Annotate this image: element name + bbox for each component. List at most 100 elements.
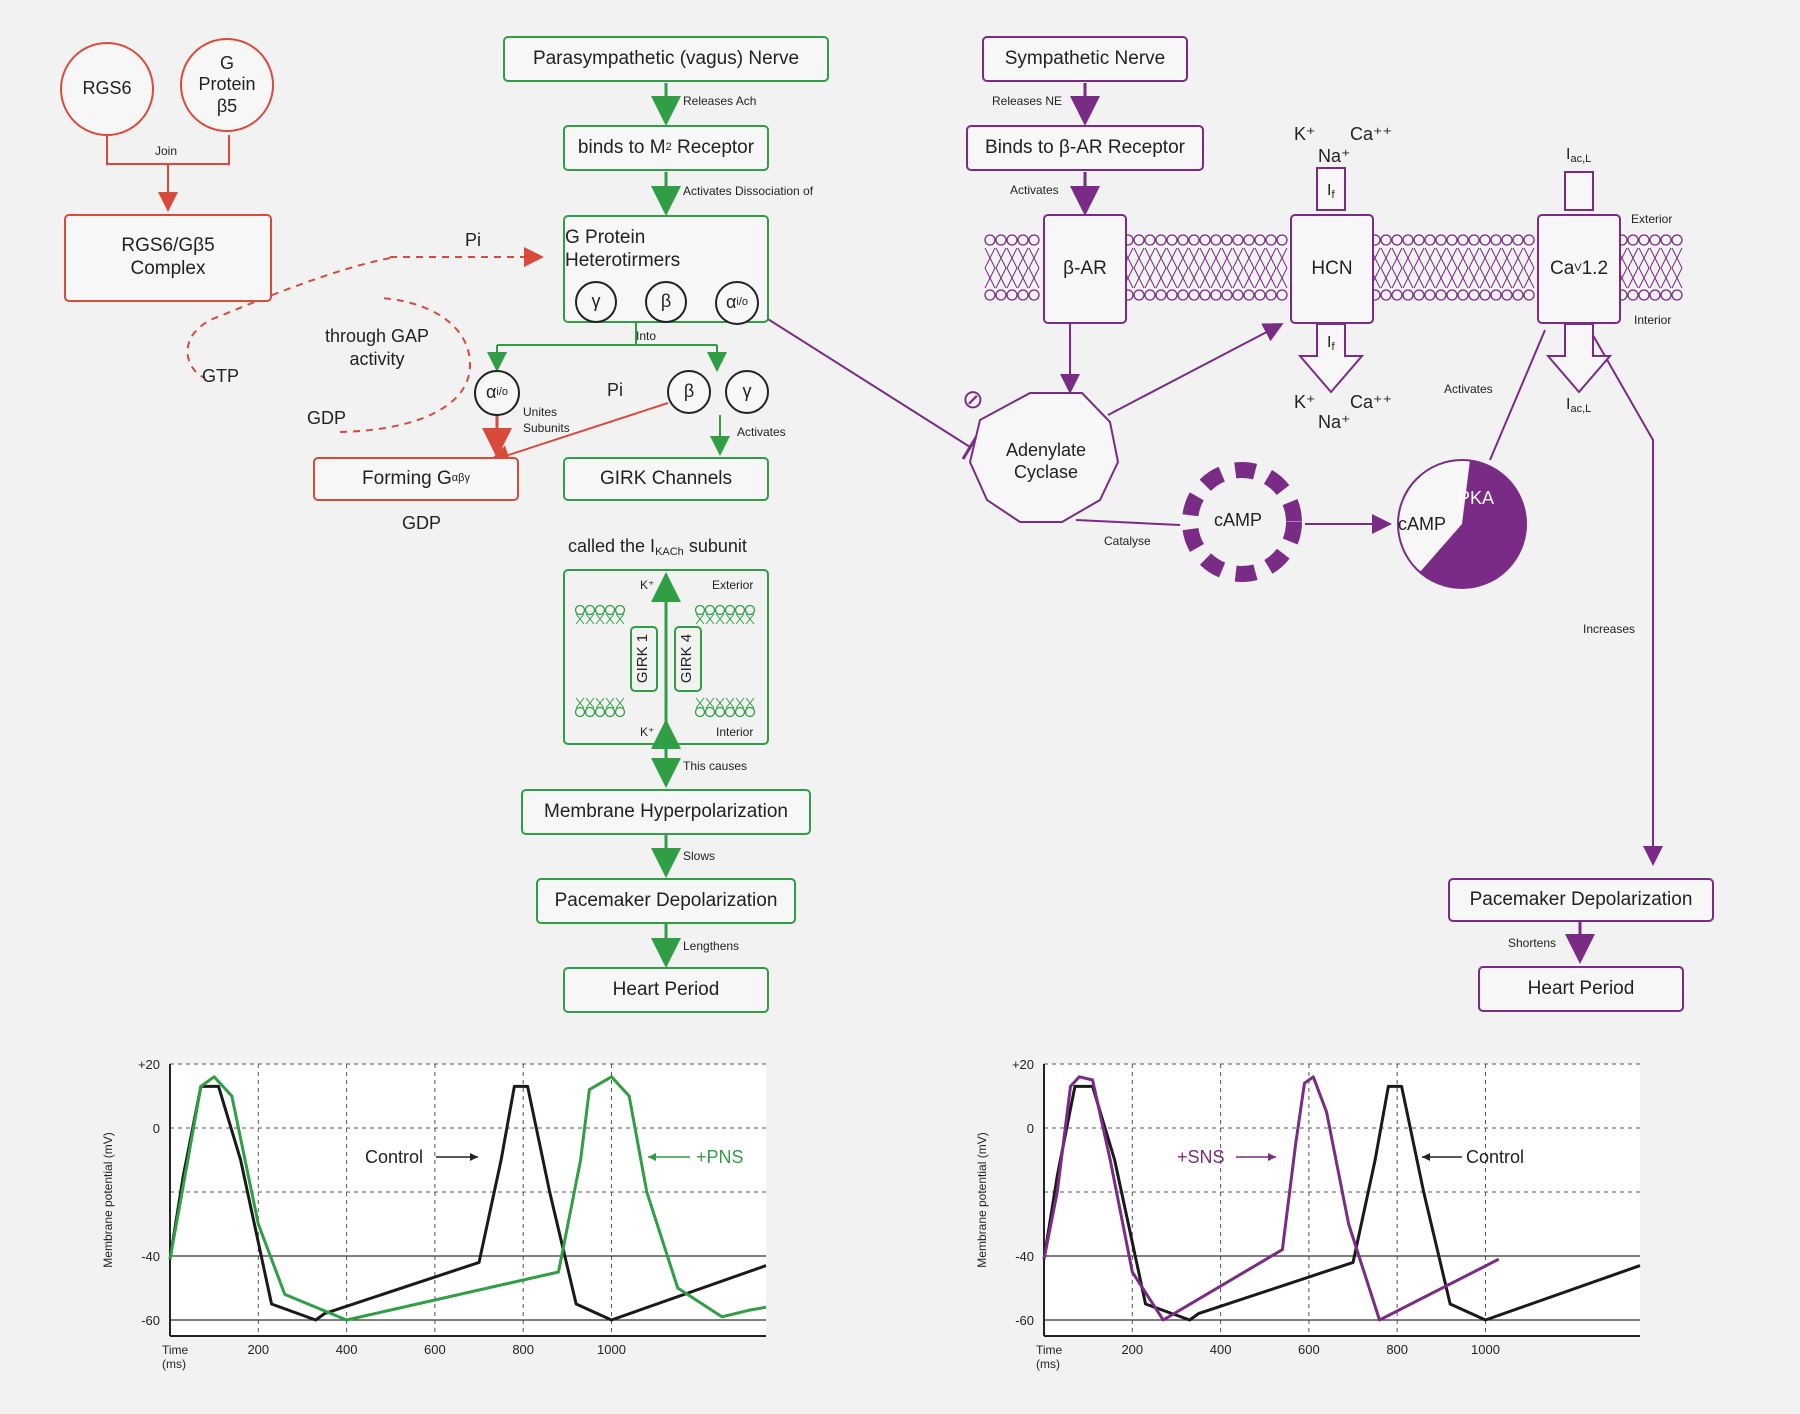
lipid-tail: [1232, 247, 1244, 269]
girk-lipid-head: [714, 706, 726, 718]
lipid-tail: [1276, 267, 1288, 289]
lipid-head: [1243, 234, 1255, 246]
gtp-label: GTP: [202, 366, 240, 386]
girk4-pill: [674, 626, 702, 692]
lipid-head: [1402, 289, 1414, 301]
gprotein-line2: Heterotirmers: [565, 249, 681, 271]
binds-m2-label: binds to M: [577, 136, 666, 158]
lipid-head: [1210, 234, 1222, 246]
lipid-tail: [1188, 247, 1200, 269]
releases-ne-label: Releases NE: [992, 94, 1063, 108]
pka-shape: [1420, 460, 1526, 588]
symp-pacemaker-box: Pacemaker Depolarization: [1448, 878, 1714, 922]
hyperpolarization-label: Membrane Hyperpolarization: [544, 800, 788, 822]
hcn-na-top: Na⁺: [1318, 146, 1351, 166]
bar-channel-label: β-AR: [1063, 257, 1107, 279]
girk-interior-label: Interior: [716, 725, 754, 739]
adenylate-cyclase-label: Adenylate Cyclase: [1006, 440, 1086, 483]
girk-lipid-head: [584, 706, 596, 718]
beta-label: β: [660, 291, 672, 312]
y-axis-label: Membrane potential (mV): [101, 1132, 115, 1267]
lipid-head: [1177, 234, 1189, 246]
lipid-tail: [1144, 247, 1156, 269]
lipid-head: [1254, 289, 1266, 301]
adenylate-line1: Adenylate: [1006, 440, 1087, 460]
lipid-head: [995, 234, 1007, 246]
hyperpolarization-box: Membrane Hyperpolarization: [521, 789, 811, 835]
lipid-tail: [1424, 267, 1436, 289]
gprotein-line1: G Protein: [565, 227, 646, 248]
y-tick-label: +20: [1012, 1057, 1034, 1072]
y-tick-label: -40: [141, 1249, 160, 1264]
girk-lipid-tail: [695, 613, 705, 625]
lipid-head: [1254, 234, 1266, 246]
k-bottom-label: K⁺: [640, 725, 655, 739]
lipid-head: [1188, 289, 1200, 301]
girk-lipid-head: [594, 604, 606, 616]
lipid-tail: [1501, 267, 1513, 289]
membrane-bilayer: [984, 234, 1683, 301]
annotation-control-2-arrowhead: [1422, 1153, 1430, 1161]
k-top-label: K⁺: [640, 578, 655, 592]
girk-lipid-head: [704, 706, 716, 718]
lipid-head: [1028, 234, 1040, 246]
lipid-tail: [1017, 247, 1029, 269]
lipid-head: [1133, 289, 1145, 301]
annotation-pns-arrowhead: [648, 1153, 656, 1161]
lipid-head: [1435, 289, 1447, 301]
lipid-head: [1391, 289, 1403, 301]
lipid-tail: [1028, 267, 1040, 289]
lipid-head: [1391, 234, 1403, 246]
girk-lipid-tail: [735, 697, 745, 709]
lipid-tail: [1523, 247, 1535, 269]
lipid-tail: [995, 267, 1007, 289]
lipid-head: [1457, 234, 1469, 246]
y-tick-label: -60: [1015, 1313, 1034, 1328]
lipid-head: [995, 289, 1007, 301]
girk-lipid-tail: [725, 613, 735, 625]
lipid-tail: [1402, 247, 1414, 269]
girk-lipid-head: [704, 604, 716, 616]
symp-interior-label: Interior: [1634, 313, 1672, 327]
if-bot-text: I: [1327, 334, 1332, 351]
lipid-tail: [1649, 267, 1661, 289]
annotation-sns-arrowhead: [1268, 1153, 1276, 1161]
girk-lipid-tail: [705, 697, 715, 709]
iac-bot-text: I: [1566, 396, 1571, 413]
girk-lipid-tail: [715, 613, 725, 625]
lipid-tail: [1188, 267, 1200, 289]
x-axis-unit: (ms): [162, 1357, 186, 1371]
lipid-head: [1232, 289, 1244, 301]
lipid-head: [1232, 234, 1244, 246]
girk-lipid-head: [574, 604, 586, 616]
girk-lipid-tail: [615, 613, 625, 625]
girk-channels-box: GIRK Channels: [563, 457, 769, 501]
lipid-head: [1627, 289, 1639, 301]
lipid-tail: [1028, 247, 1040, 269]
lipid-tail: [1199, 267, 1211, 289]
girk-membrane: [574, 604, 756, 718]
cav-sub: V: [1574, 262, 1582, 275]
lipid-head: [1017, 234, 1029, 246]
pka-activates-label: Activates: [1444, 382, 1493, 396]
lipid-tail: [1424, 247, 1436, 269]
x-tick-label: 400: [336, 1342, 358, 1357]
lipid-tail: [1402, 267, 1414, 289]
hcn-out-arrow: [1297, 323, 1365, 394]
sympathetic-nerve-box: Sympathetic Nerve: [982, 36, 1188, 82]
girk-lipid-tail: [705, 613, 715, 625]
lipid-head: [1006, 289, 1018, 301]
y-tick-label: 0: [153, 1121, 160, 1136]
chart-plot-area: [1044, 1064, 1640, 1336]
lipid-tail: [1254, 267, 1266, 289]
inhibition-line: [759, 313, 971, 448]
lipid-head: [1166, 234, 1178, 246]
x-tick-label: 1000: [597, 1342, 626, 1357]
girk-lipid-head: [724, 604, 736, 616]
